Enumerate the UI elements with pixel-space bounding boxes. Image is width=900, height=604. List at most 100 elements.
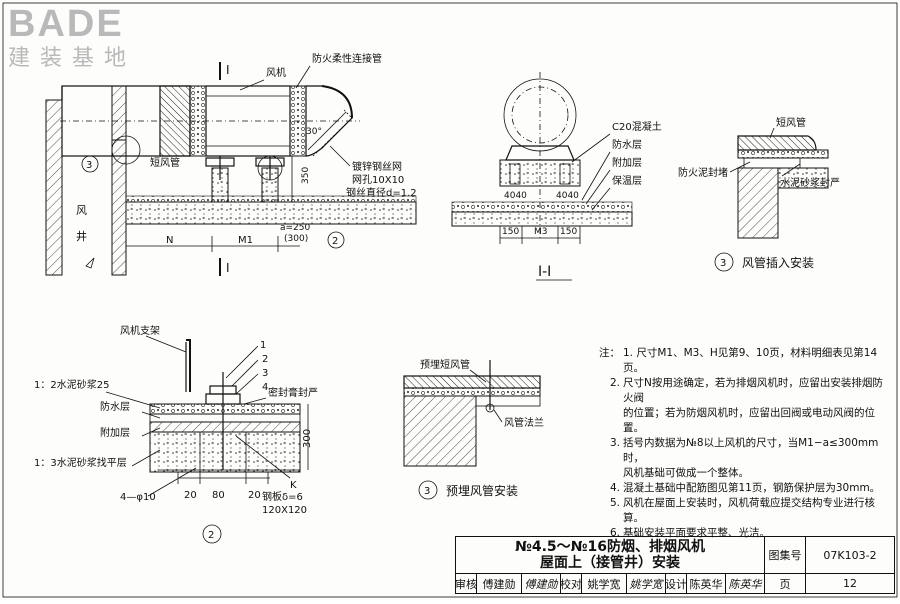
note-4: 4.混凝土基础中配筋图见第11页，钢筋保护层为30mm。 xyxy=(592,481,892,496)
detail2-slab xyxy=(149,431,301,473)
dim-300: 300 xyxy=(302,429,313,448)
review-label: 审核 xyxy=(455,573,477,594)
detail-ref-3: 3 xyxy=(86,160,92,171)
note-3-line-1: 括号内数据为№8以上风机的尺寸，当M1−a≤300mm时， xyxy=(623,437,879,464)
check-label: 校对 xyxy=(560,573,582,594)
label-plate: 钢板δ=6 xyxy=(262,490,303,503)
note-4-num: 4. xyxy=(609,482,620,494)
shaft-wall-left xyxy=(45,99,63,276)
insert-wall xyxy=(737,167,779,239)
note-3: 3.括号内数据为№8以上风机的尺寸，当M1−a≤300mm时， xyxy=(592,436,892,466)
brand-subtitle: 建装基地 xyxy=(8,46,137,71)
note-1-text: 尺寸M1、M3、H见第9、10页，材料明细表见第14页。 xyxy=(623,347,878,374)
label-shaft-2: 井 xyxy=(76,229,87,243)
atlas-label: 图集号 xyxy=(764,536,806,574)
note-1: 注： 1. 尺寸M1、M3、H见第9、10页，材料明细表见第14页。 xyxy=(592,346,892,376)
note-5-num: 5. xyxy=(609,497,620,509)
label-insert-sealer: 防火泥封堵 xyxy=(678,166,728,179)
callout-3: 3 xyxy=(262,368,268,379)
label-waterproof: 防水层 xyxy=(612,138,642,151)
label-d2-waterproof: 防水层 xyxy=(100,400,130,413)
label-insulation: 保温层 xyxy=(612,174,642,187)
callout-4: 4 xyxy=(262,382,268,393)
embed-wall xyxy=(403,395,477,467)
shaft-wall-right xyxy=(111,139,127,276)
dim-150-right: 150 xyxy=(560,227,577,237)
detail-circle-3 xyxy=(111,135,141,165)
notes-block: 注： 1. 尺寸M1、M3、H见第9、10页，材料明细表见第14页。 2.尺寸N… xyxy=(592,346,892,541)
fan-base-detail-2: 20 80 20 300 风机支架 1：2水泥砂浆25 防水层 附加层 1：3水… xyxy=(34,324,318,544)
dim-4040-right: 4040 xyxy=(556,191,579,201)
label-seal: 密封膏封严 xyxy=(268,386,318,399)
label-insert-short-duct: 短风管 xyxy=(776,116,806,129)
detail2-caption-num: 2 xyxy=(208,530,214,541)
drawing-title-line-1: №4.5～№16防烟、排烟风机 xyxy=(515,539,705,555)
label-flange: 风管法兰 xyxy=(504,416,544,429)
embed-caption: 预埋风管安装 xyxy=(446,483,518,498)
label-pre-duct: 预埋短风管 xyxy=(420,358,470,371)
note-5: 5.风机在屋面上安装时，风机荷载应提交结构专业进行核算。 xyxy=(592,496,892,526)
designer-signature: 陈英华 xyxy=(725,573,765,594)
label-short-duct: 短风管 xyxy=(150,156,180,169)
label-d2-additional: 附加层 xyxy=(100,426,130,439)
notes-head: 注： xyxy=(599,347,620,359)
design-label: 设计 xyxy=(665,573,687,594)
dim-M1: M1 xyxy=(238,235,253,246)
page-number: 12 xyxy=(805,573,895,594)
section-mark-bottom: I xyxy=(226,261,230,275)
brand-name: BADE xyxy=(8,3,124,45)
reviewer-signature: 傅建勋 xyxy=(521,573,561,594)
brand-logo: BADE 建装基地 xyxy=(8,4,136,72)
label-flex-pipe: 防火柔性连接管 xyxy=(312,52,382,65)
note-2-num: 2. xyxy=(609,377,620,389)
label-insert-mortar: 水泥砂浆封严 xyxy=(780,176,840,189)
note-2: 2.尺寸N按用途确定，若为排烟风机时，应留出安装排烟防火阀 xyxy=(592,376,892,406)
note-1-num: 1. xyxy=(623,347,634,359)
embed-duct-detail: 预埋短风管 风管法兰 3 预埋风管安装 xyxy=(403,358,544,500)
label-mesh-opening: 网孔10X10 xyxy=(352,174,404,186)
embed-caption-num: 3 xyxy=(424,486,430,497)
page-label: 页 xyxy=(764,573,806,594)
drawing-title-line-2: 屋面上（接管井）安装 xyxy=(540,555,680,571)
checker-name: 姚学宽 xyxy=(581,573,627,594)
label-plate-size: 120X120 xyxy=(262,505,307,516)
detail-ref-2: 2 xyxy=(332,236,338,247)
label-fan: 风机 xyxy=(266,66,286,79)
main-elevation-view: I I 3 2 N M1 a=250 (300) 350 风机 防火柔性连接管 … xyxy=(45,52,417,276)
callout-2: 2 xyxy=(262,354,268,365)
label-mesh-wire: 钢丝直径d=1.2 xyxy=(346,186,417,199)
label-mortar-25: 1：2水泥砂浆25 xyxy=(34,378,109,391)
dim-N: N xyxy=(166,235,173,246)
section-view-I-I: 150 M3 150 4040 4040 C20混凝土 防水层 附加层 保温层 … xyxy=(451,72,662,281)
atlas-number: 07K103-2 xyxy=(805,536,895,574)
reviewer-name: 傅建勋 xyxy=(476,573,522,594)
dim-20-left: 20 xyxy=(184,490,197,501)
label-c20: C20混凝土 xyxy=(612,120,662,133)
callout-1: 1 xyxy=(260,340,266,351)
title-block: №4.5～№16防烟、排烟风机 屋面上（接管井）安装 图集号 07K103-2 … xyxy=(455,536,895,594)
note-2-line-1: 尺寸N按用途确定，若为排烟风机时，应留出安装排烟防火阀 xyxy=(623,377,883,404)
note-5-text: 风机在屋面上安装时，风机荷载应提交结构专业进行核算。 xyxy=(623,497,875,524)
note-3-line-2: 风机基础可做成一个整体。 xyxy=(623,467,749,479)
dim-M3: M3 xyxy=(534,227,548,237)
note-6-num: 6. xyxy=(609,527,620,539)
insert-caption-num: 3 xyxy=(720,258,726,269)
note-3-num: 3. xyxy=(609,437,620,449)
dim-a-alt: (300) xyxy=(284,234,308,244)
label-angle: 30° xyxy=(306,127,322,137)
label-fan-bracket: 风机支架 xyxy=(120,324,160,337)
dim-80: 80 xyxy=(212,490,225,501)
section-caption: I-I xyxy=(538,264,551,280)
dim-4040-left: 4040 xyxy=(504,191,527,201)
label-additional: 附加层 xyxy=(612,156,642,169)
dim-150-left: 150 xyxy=(502,227,519,237)
dim-a: a=250 xyxy=(280,223,311,233)
label-leveling: 1：3水泥砂浆找平层 xyxy=(34,456,127,469)
checker-signature: 姚学宽 xyxy=(626,573,666,594)
insert-caption: 风管插入安装 xyxy=(742,255,814,270)
drawing-title: №4.5～№16防烟、排烟风机 屋面上（接管井）安装 xyxy=(455,536,765,574)
note-4-text: 混凝土基础中配筋图见第11页，钢筋保护层为30mm。 xyxy=(623,482,881,494)
